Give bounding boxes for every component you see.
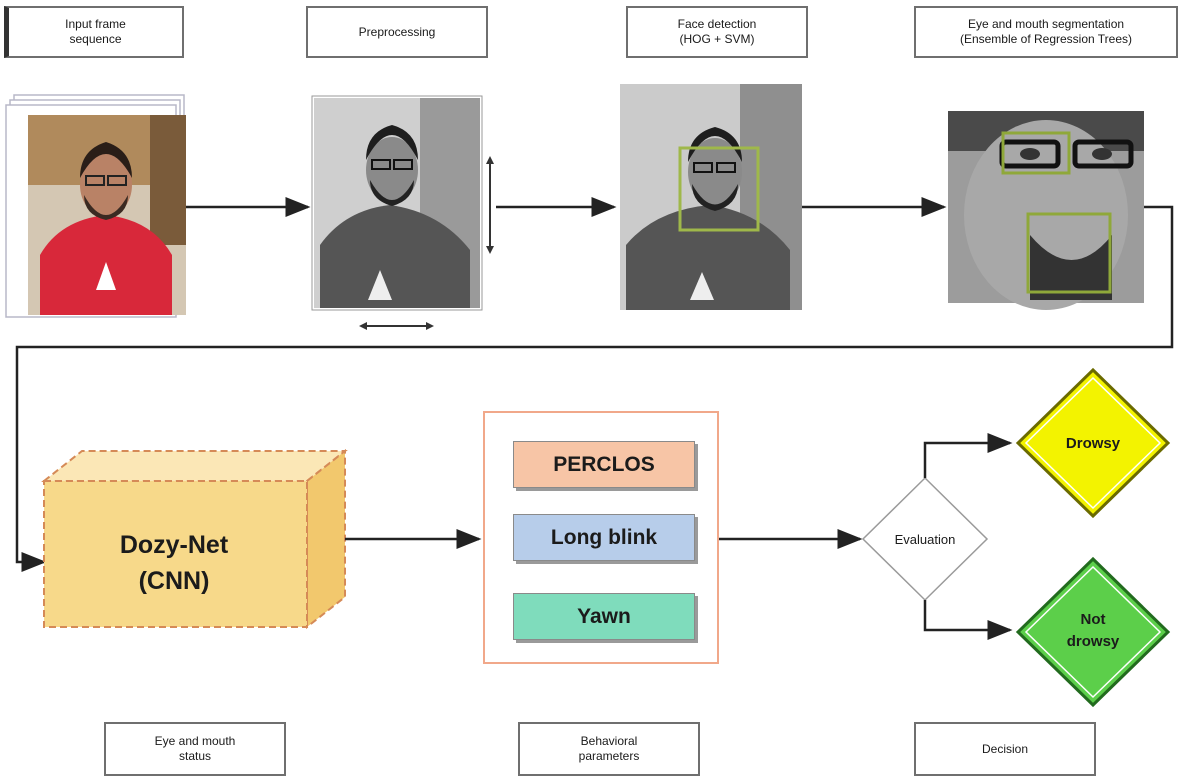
long-blink-parameter: Long blink [513,514,695,561]
not-drowsy-label: Not drowsy [1066,611,1120,650]
arrow-segmentation-to-cnn [15,205,1174,572]
cnn-caption: Eye and mouth status [104,722,286,776]
arrow-to-drowsy [923,433,1013,478]
drowsy-label: Drowsy [1065,434,1121,452]
input-frame-stack [5,94,186,318]
preprocessed-photo [311,95,494,330]
face-detection-photo [620,84,802,310]
eye-bounding-box [1001,131,1071,175]
input-frame-label: Input frame sequence [4,6,184,58]
face-bounding-box [678,146,760,232]
evaluation-label: Evaluation [894,531,956,547]
parameters-caption: Behavioral parameters [518,722,700,776]
mouth-bounding-box [1026,212,1112,294]
face-detection-label: Face detection (HOG + SVM) [626,6,808,58]
segmentation-photo [948,111,1144,310]
decision-caption: Decision [914,722,1096,776]
preprocessing-label: Preprocessing [306,6,488,58]
perclos-parameter: PERCLOS [513,441,695,488]
segmentation-label: Eye and mouth segmentation (Ensemble of … [914,6,1178,58]
not-drowsy-diamond [1015,556,1171,708]
cnn-title: Dozy-Net (CNN) [119,531,229,595]
arrow-to-not-drowsy [923,600,1013,640]
drowsy-diamond [1015,367,1171,519]
yawn-parameter: Yawn [513,593,695,640]
cnn-box [41,448,348,630]
color-frame-photo [28,115,186,315]
behavioral-parameters-panel: PERCLOS Long blink Yawn [483,411,719,664]
